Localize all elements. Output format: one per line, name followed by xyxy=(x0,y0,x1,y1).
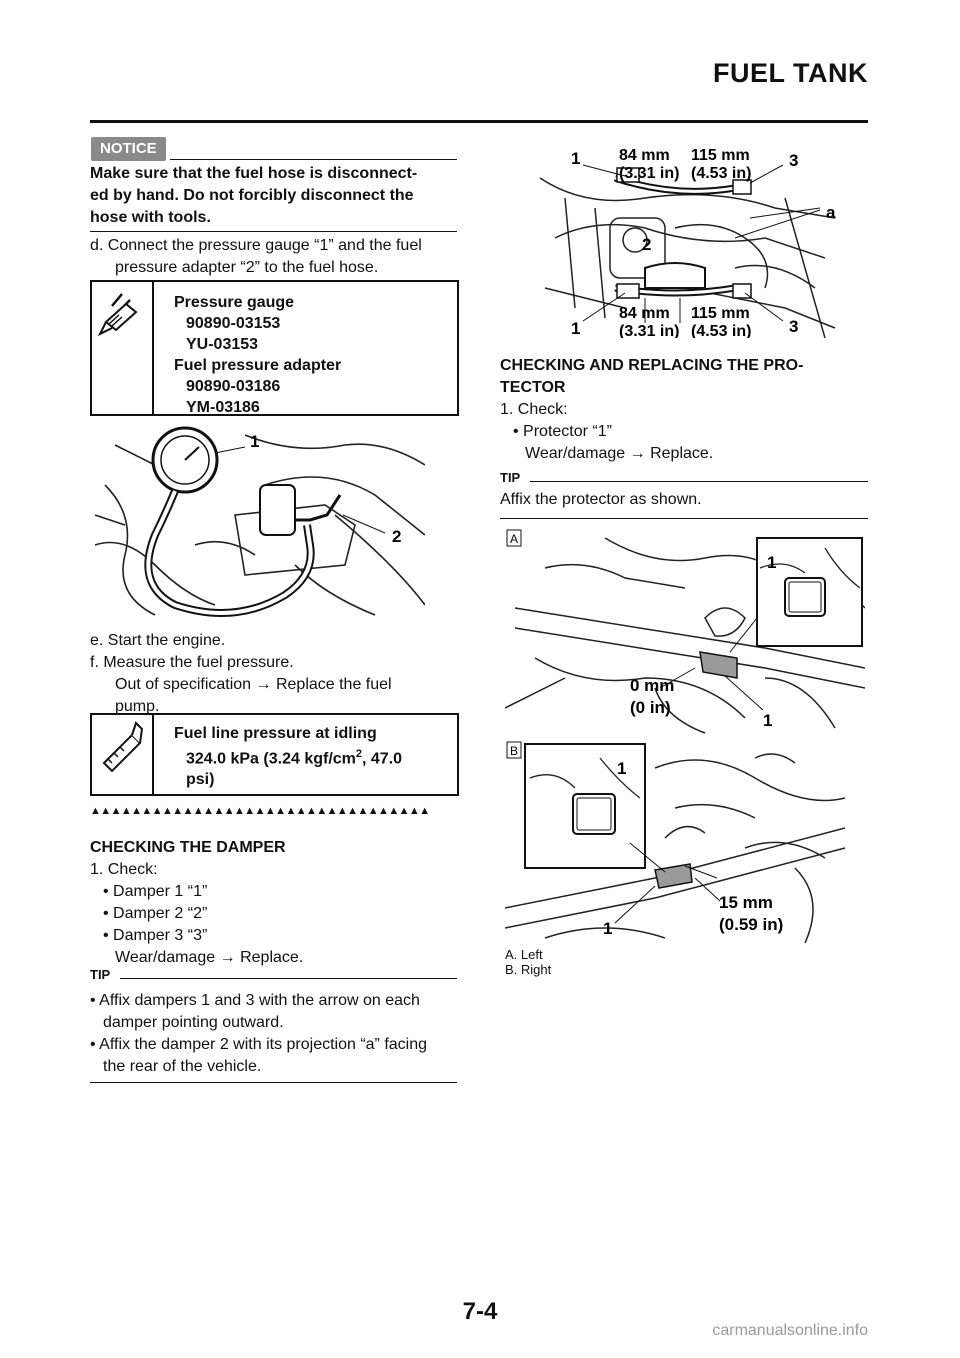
caption-right: B. Right xyxy=(505,962,552,977)
damper-item: • Damper 3 “3” xyxy=(103,927,208,944)
protector-heading: CHECKING AND REPLACING THE PRO- xyxy=(500,357,804,374)
spec-value-line2: psi) xyxy=(186,771,215,789)
damper-fig-dim: (3.31 in) xyxy=(619,323,679,338)
damper-section: CHECKING THE DAMPER 1. Check: • Damper 1… xyxy=(90,837,303,969)
gauge-label-1: 1 xyxy=(250,432,259,451)
end-triangles: ▲▲▲▲▲▲▲▲▲▲▲▲▲▲▲▲▲▲▲▲▲▲▲▲▲▲▲▲▲▲▲▲▲ xyxy=(90,805,430,817)
tool-title: Fuel pressure adapter xyxy=(174,357,342,374)
spec-value-sup: 2 xyxy=(355,748,363,760)
notice-line: ed by hand. Do not forcibly disconnect t… xyxy=(90,187,414,204)
protector-tip-label: TIP xyxy=(500,470,521,485)
tool-part: 90890-03153 xyxy=(186,315,281,332)
notice-rule-bottom xyxy=(90,231,457,232)
tools-text: Pressure gauge 90890-03153 YU-03153 Fuel… xyxy=(174,292,341,418)
protector-step1: 1. Check: xyxy=(500,401,568,418)
damper-fig-dim: 115 mm xyxy=(691,305,750,322)
step-d: d. Connect the pressure gauge “1” and th… xyxy=(90,235,422,279)
damper-tip-rule xyxy=(120,978,457,979)
pressure-gauge-tool-icon xyxy=(97,293,138,337)
header-rule xyxy=(90,120,868,123)
protector-tag-b: B xyxy=(510,744,518,758)
damper-tip-line: • Affix the damper 2 with its projection… xyxy=(90,1036,428,1053)
damper-fig-num: 1 xyxy=(571,319,580,338)
spec-value-a: 324.0 kPa (3.24 kgf/cm xyxy=(186,750,356,768)
step-f-line2: Out of specification → Replace the fuel xyxy=(115,676,392,693)
protector-tip-rule-bottom xyxy=(500,518,868,519)
protector-tag-a: A xyxy=(510,532,518,546)
notice-rule-top xyxy=(170,159,457,160)
damper-step1: 1. Check: xyxy=(90,861,158,878)
damper-fig-dim: 84 mm xyxy=(619,305,670,322)
spec-text: Fuel line pressure at idling 324.0 kPa (… xyxy=(174,723,402,790)
protector-b-dim: (0.59 in) xyxy=(719,915,783,934)
damper-result: Wear/damage → Replace. xyxy=(115,949,304,966)
damper-fig-dim: 84 mm xyxy=(619,147,670,164)
tool-icon-cell xyxy=(92,282,154,414)
caption-left: A. Left xyxy=(505,947,543,962)
watermark: carmanualsonline.info xyxy=(712,1322,868,1339)
spec-value-b: , 47.0 xyxy=(362,750,403,768)
damper-fig-label-a: a xyxy=(826,203,836,222)
damper-item: • Damper 1 “1” xyxy=(103,883,208,900)
damper-heading: CHECKING THE DAMPER xyxy=(90,839,286,856)
spec-value: 324.0 kPa (3.24 kgf/cm2, 47.0 xyxy=(174,744,402,769)
protector-a-num: 1 xyxy=(763,711,772,730)
damper-illustration: 1 84 mm (3.31 in) 115 mm (4.53 in) 3 a 2… xyxy=(539,147,836,338)
spec-title: Fuel line pressure at idling xyxy=(174,725,377,742)
damper-fig-dim: (4.53 in) xyxy=(691,165,751,182)
damper-fig-label-2: 2 xyxy=(642,235,651,254)
protector-tip-text: Affix the protector as shown. xyxy=(500,491,702,508)
notice-line: hose with tools. xyxy=(90,209,211,226)
notice-text: Make sure that the fuel hose is disconne… xyxy=(90,163,417,229)
gauge-illustration: 1 2 xyxy=(95,426,425,617)
damper-tip-label: TIP xyxy=(90,967,111,982)
protector-b-dim: 15 mm xyxy=(719,893,773,912)
caliper-spec-icon xyxy=(102,721,144,773)
tool-part: YM-03186 xyxy=(186,399,260,416)
step-d-line2: pressure adapter “2” to the fuel hose. xyxy=(115,259,379,276)
tools-box: Pressure gauge 90890-03153 YU-03153 Fuel… xyxy=(90,280,459,416)
protector-a-dim: 0 mm xyxy=(630,676,674,695)
protector-result: Wear/damage → Replace. xyxy=(525,445,714,462)
step-d-line1: d. Connect the pressure gauge “1” and th… xyxy=(90,237,422,254)
tool-title: Pressure gauge xyxy=(174,294,295,311)
protector-heading: TECTOR xyxy=(500,379,566,396)
protector-tip-rule xyxy=(530,481,868,482)
damper-fig-dim: 115 mm xyxy=(691,147,750,164)
protector-a-inset-num: 1 xyxy=(767,553,776,572)
damper-tip-line: damper pointing outward. xyxy=(103,1014,284,1031)
damper-tip-text: • Affix dampers 1 and 3 with the arrow o… xyxy=(90,990,427,1078)
step-f-line1: f. Measure the fuel pressure. xyxy=(90,654,294,671)
tool-part: YU-03153 xyxy=(186,336,259,353)
step-e: e. Start the engine. xyxy=(90,632,226,649)
damper-fig-dim: (4.53 in) xyxy=(691,323,751,338)
damper-fig-num: 3 xyxy=(789,317,798,336)
damper-item: • Damper 2 “2” xyxy=(103,905,208,922)
protector-figure-right: B 1 15 mm (0.59 in) 1 xyxy=(505,741,846,944)
step-f-line3: pump. xyxy=(115,698,160,715)
protector-section: CHECKING AND REPLACING THE PRO- TECTOR 1… xyxy=(500,355,803,465)
damper-tip-line: • Affix dampers 1 and 3 with the arrow o… xyxy=(90,992,420,1009)
page-title: FUEL TANK xyxy=(713,58,868,88)
damper-fig-dim: (3.31 in) xyxy=(619,165,679,182)
protector-item: • Protector “1” xyxy=(513,423,612,440)
damper-tip-rule-bottom xyxy=(90,1082,457,1083)
notice-line: Make sure that the fuel hose is disconne… xyxy=(90,165,418,182)
damper-fig-num: 3 xyxy=(789,151,798,170)
steps-ef: e. Start the engine. f. Measure the fuel… xyxy=(90,630,392,718)
gauge-label-2: 2 xyxy=(392,527,401,546)
protector-b-num: 1 xyxy=(603,919,612,938)
spec-box: Fuel line pressure at idling 324.0 kPa (… xyxy=(90,713,459,796)
page-number: 7-4 xyxy=(462,1298,498,1325)
spec-icon-cell xyxy=(92,715,154,794)
damper-tip-line: the rear of the vehicle. xyxy=(103,1058,262,1075)
protector-b-inset-num: 1 xyxy=(617,759,626,778)
damper-fig-num: 1 xyxy=(571,149,580,168)
tool-part: 90890-03186 xyxy=(186,378,281,395)
protector-figure-left: A 1 0 mm (0 in) 1 xyxy=(505,529,865,734)
protector-captions: A. Left B. Right xyxy=(505,947,551,977)
notice-badge: NOTICE xyxy=(91,137,166,161)
protector-a-dim: (0 in) xyxy=(630,698,671,717)
